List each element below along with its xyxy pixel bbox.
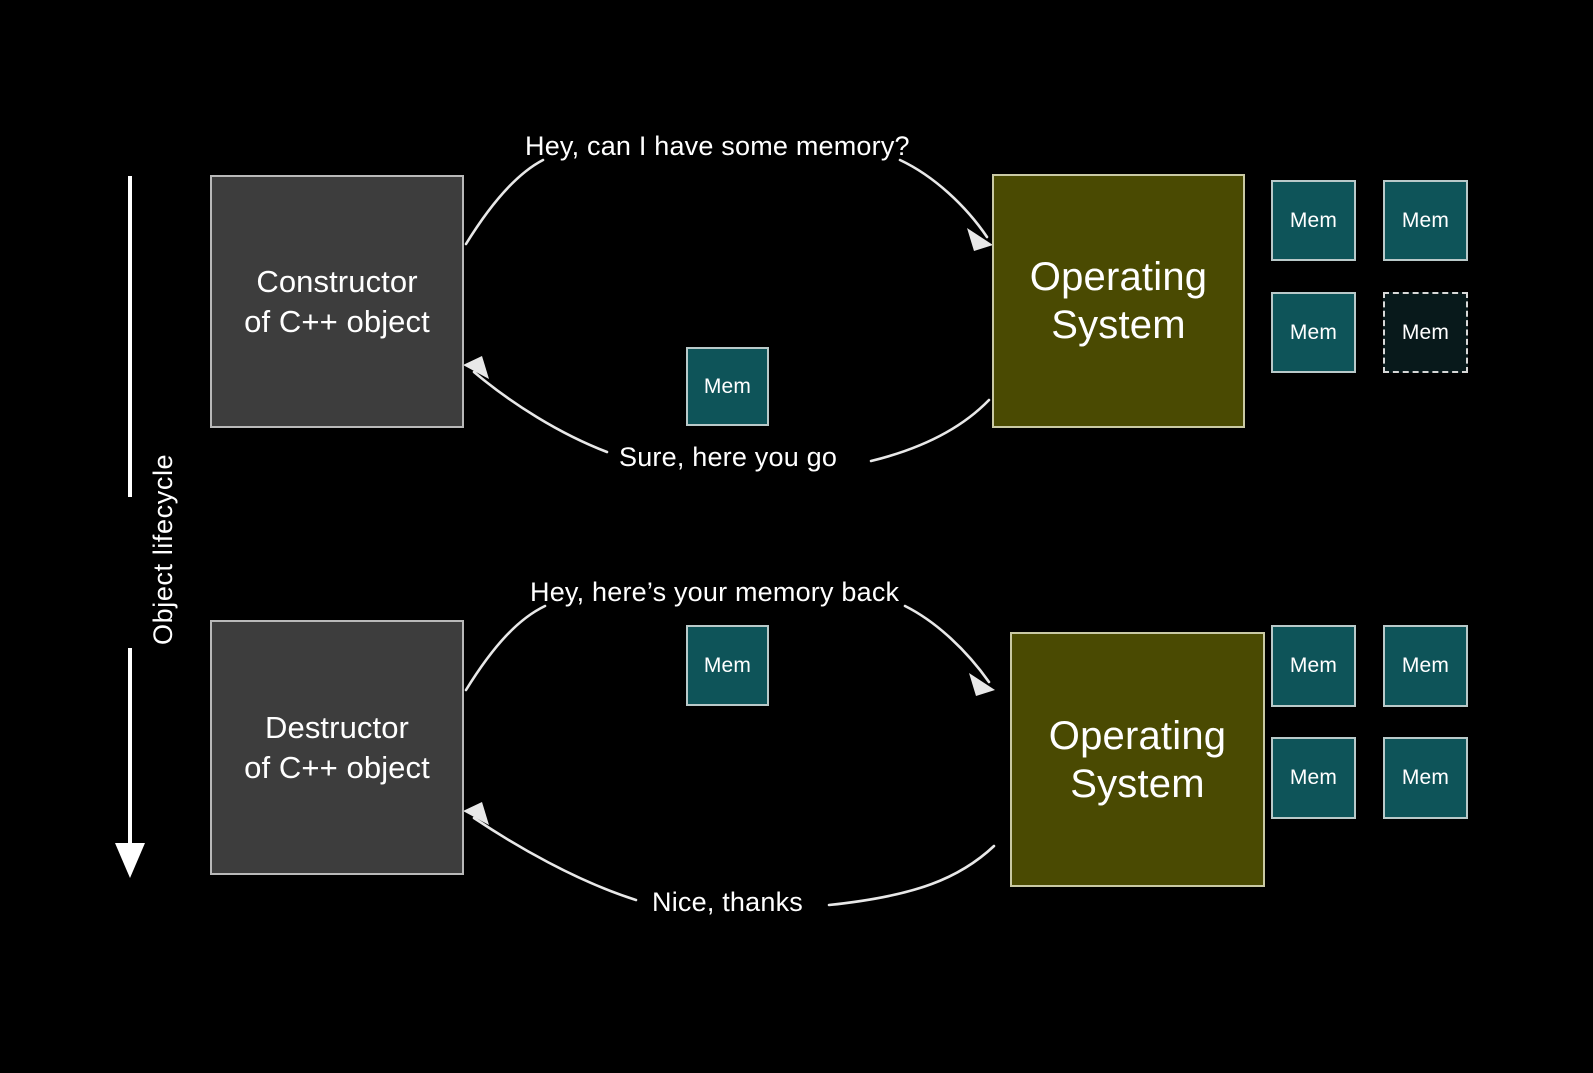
caption-request-allocation: Hey, can I have some memory? <box>525 131 910 161</box>
destructor-box: Destructor of C++ object <box>210 620 464 875</box>
mem-label: Mem <box>1289 766 1338 789</box>
caption-request-deallocation: Hey, here’s your memory back <box>530 577 900 607</box>
memory-pool-block-4-deallocation: Mem <box>1383 737 1468 819</box>
os-label-line2: System <box>1070 761 1205 806</box>
caption-reply-deallocation: Nice, thanks <box>652 887 803 917</box>
memory-pool-block-2-deallocation: Mem <box>1383 625 1468 707</box>
memory-pool-block-1-deallocation: Mem <box>1271 625 1356 707</box>
memory-pool-block-1-allocation: Mem <box>1271 180 1356 261</box>
mem-label: Mem <box>1289 654 1338 677</box>
os-label-line2: System <box>1051 303 1186 347</box>
operating-system-box-allocation: Operating System <box>992 174 1245 428</box>
destructor-label-line1: Destructor <box>265 709 409 745</box>
mem-label: Mem <box>703 653 752 677</box>
constructor-label-line1: Constructor <box>256 263 418 299</box>
transit-mem-block-allocation: Mem <box>686 347 769 426</box>
object-lifecycle-axis <box>115 176 145 878</box>
constructor-box: Constructor of C++ object <box>210 175 464 428</box>
destructor-label-line2: of C++ object <box>244 749 430 785</box>
operating-system-box-deallocation: Operating System <box>1010 632 1265 887</box>
mem-label: Mem <box>703 374 752 398</box>
memory-pool-block-2-allocation: Mem <box>1383 180 1468 261</box>
mem-label: Mem <box>1401 766 1450 789</box>
memory-pool-block-3-allocation: Mem <box>1271 292 1356 373</box>
os-label-line1: Operating <box>1048 713 1227 758</box>
arrow-request-allocation <box>464 158 993 251</box>
os-label-line1: Operating <box>1029 255 1208 299</box>
memory-pool-block-3-deallocation: Mem <box>1271 737 1356 819</box>
mem-label: Mem <box>1401 654 1450 677</box>
mem-label: Mem <box>1401 208 1450 232</box>
mem-label: Mem <box>1289 208 1338 232</box>
mem-label: Mem <box>1401 320 1450 344</box>
object-lifecycle-label: Object lifecycle <box>148 453 178 645</box>
caption-reply-allocation: Sure, here you go <box>619 442 838 472</box>
mem-label: Mem <box>1289 320 1338 344</box>
constructor-label-line2: of C++ object <box>244 303 430 339</box>
memory-pool-block-4-allocation-free: Mem <box>1383 292 1468 373</box>
transit-mem-block-deallocation: Mem <box>686 625 769 706</box>
